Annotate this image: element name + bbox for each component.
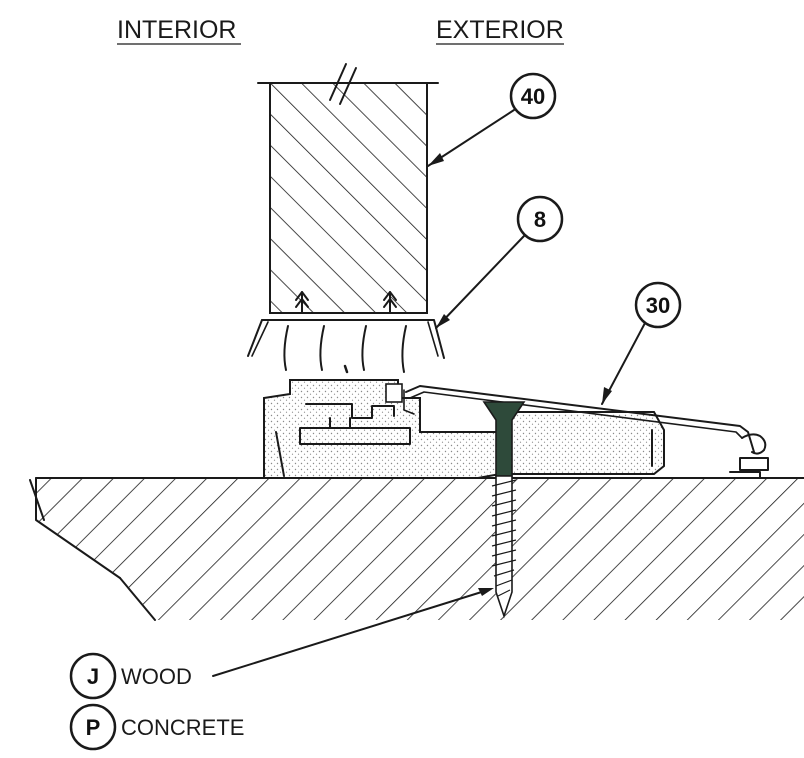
svg-text:30: 30 — [646, 293, 670, 318]
setting-block — [247, 319, 445, 374]
substrate — [29, 477, 804, 621]
fastener-icon — [383, 291, 397, 314]
callout-40: 40 — [427, 72, 557, 167]
exterior-heading: EXTERIOR — [436, 16, 564, 44]
break-mark — [339, 67, 357, 105]
legend-item-concrete: P CONCRETE — [69, 703, 244, 751]
fastener-icon — [295, 291, 309, 314]
screw — [482, 401, 526, 619]
legend-label-wood: WOOD — [121, 664, 192, 689]
legend-leader — [212, 588, 494, 677]
legend-key-j: J — [87, 664, 99, 689]
callout-30: 30 — [601, 281, 682, 405]
svg-text:40: 40 — [521, 84, 545, 109]
break-mark — [329, 63, 347, 101]
callout-8: 8 — [435, 195, 564, 329]
legend-key-p: P — [86, 715, 101, 740]
sill-flashing — [403, 385, 769, 479]
legend-item-wood: J WOOD — [69, 652, 192, 700]
legend-label-concrete: CONCRETE — [121, 715, 244, 740]
svg-text:8: 8 — [534, 207, 546, 232]
glass-unit — [257, 63, 439, 314]
interior-heading: INTERIOR — [117, 16, 236, 44]
